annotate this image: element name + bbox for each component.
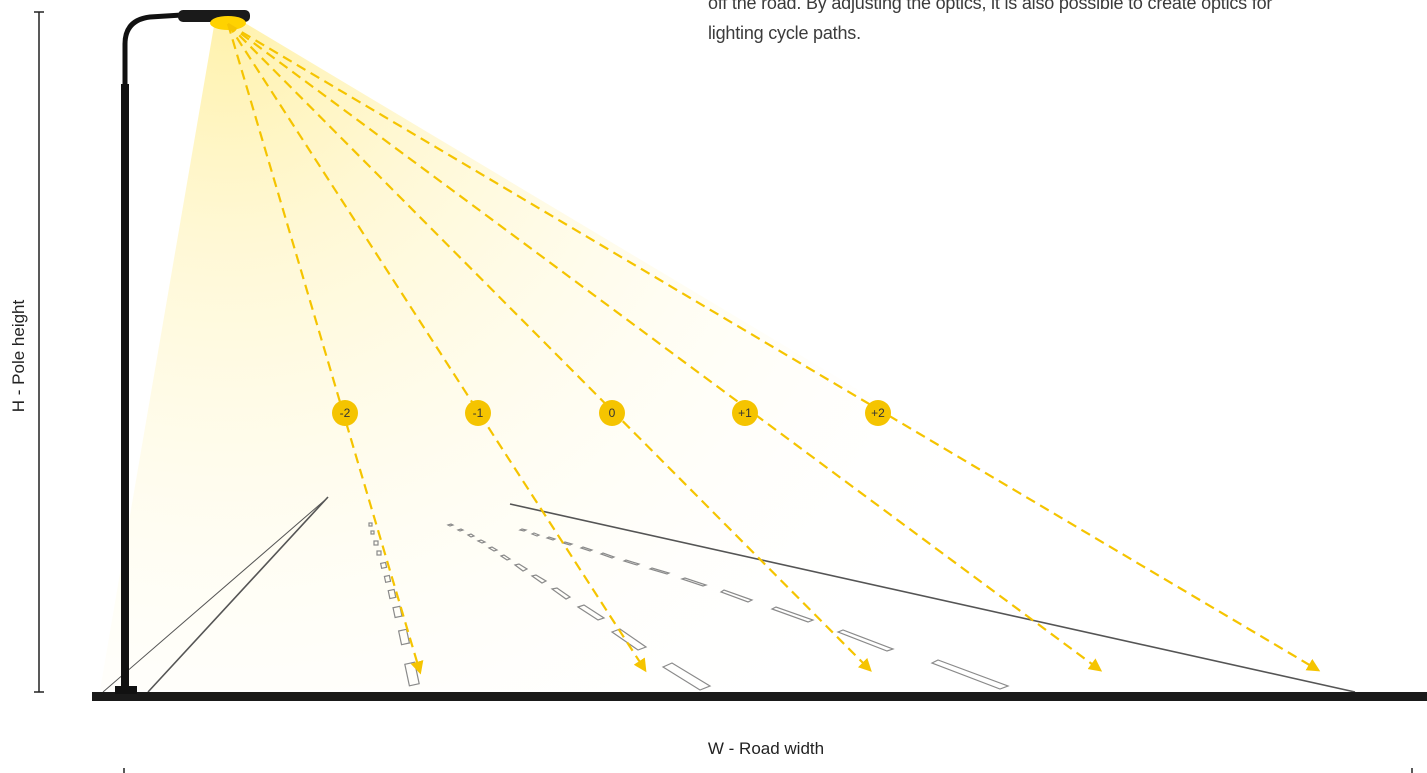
light-beam: -2: [226, 23, 424, 675]
lamp-arm: [122, 12, 185, 89]
beam-marker: [732, 400, 758, 426]
beam-marker: [332, 400, 358, 426]
beam-line: [227, 23, 647, 673]
pole-height-dimension: [34, 11, 44, 693]
lamp-pole: [121, 84, 129, 692]
light-beam: +2: [227, 23, 1321, 672]
beam-marker: [465, 400, 491, 426]
beam-marker-label: -1: [473, 406, 484, 420]
light-beam: 0: [227, 23, 872, 672]
beam-marker-label: +1: [738, 406, 752, 420]
ground-line: [92, 692, 1427, 701]
light-glow: [100, 20, 1360, 690]
beam-line: [227, 23, 872, 672]
road-width-dimension: [123, 768, 1413, 773]
description-line-1: off the road. By adjusting the optics, i…: [708, 0, 1273, 13]
beam-marker-label: -2: [340, 406, 351, 420]
lane-marking-3: [518, 528, 1010, 690]
beam-marker: [599, 400, 625, 426]
description-text: off the road. By adjusting the optics, i…: [708, 0, 1402, 48]
beam-marker-label: 0: [609, 406, 616, 420]
beam-line: [227, 23, 1321, 672]
pole-height-label: H - Pole height: [9, 299, 28, 412]
beam-line: [226, 23, 424, 675]
light-beam: +1: [227, 23, 1103, 672]
beam-marker: [865, 400, 891, 426]
light-beam: -1: [227, 23, 647, 673]
road-edge-lines: [102, 496, 1356, 693]
beam-marker-label: +2: [871, 406, 885, 420]
street-lamp: [115, 10, 250, 694]
beam-line: [227, 23, 1103, 672]
lamp-pole-base: [115, 686, 137, 694]
description-line-2: lighting cycle paths.: [708, 23, 861, 43]
lamp-light-source: [210, 16, 246, 30]
light-beams: -2 -1 0 +1 +2: [226, 23, 1321, 675]
road-width-label: W - Road width: [708, 739, 824, 758]
lane-marking-2: [446, 523, 712, 691]
